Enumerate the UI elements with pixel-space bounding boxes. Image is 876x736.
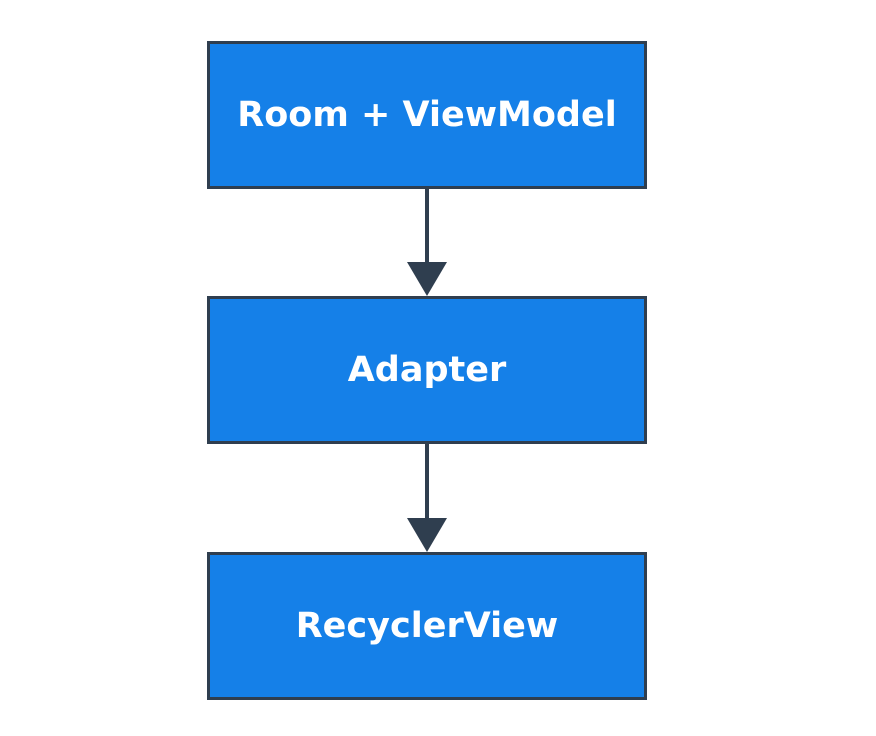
node-label: RecyclerView	[295, 606, 559, 646]
node-label: Adapter	[347, 350, 507, 390]
arrow-head	[407, 518, 447, 552]
arrow-room-viewmodel-to-adapter	[407, 189, 447, 296]
node-adapter: Adapter	[207, 296, 647, 444]
node-label: Room + ViewModel	[237, 95, 617, 135]
arrow-adapter-to-recyclerview	[407, 444, 447, 552]
node-room-viewmodel: Room + ViewModel	[207, 41, 647, 189]
node-recyclerview: RecyclerView	[207, 552, 647, 700]
arrow-head	[407, 262, 447, 296]
